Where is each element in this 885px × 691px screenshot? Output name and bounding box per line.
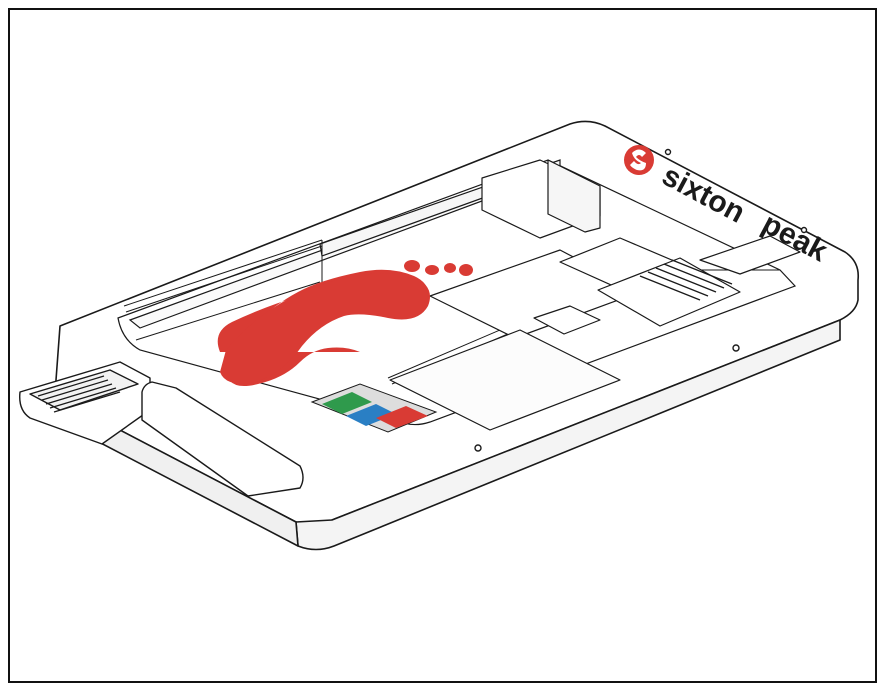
grip-ridges (639, 259, 733, 301)
label-swatch-red (376, 406, 428, 428)
screw-holes (474, 148, 808, 452)
color-label-panel (310, 383, 438, 433)
label-swatch-green (322, 392, 372, 414)
handle-grip-lines (37, 375, 121, 413)
tray-mechanism (389, 159, 801, 431)
label-swatch-blue (346, 404, 396, 426)
footprint-graphic (217, 260, 473, 386)
